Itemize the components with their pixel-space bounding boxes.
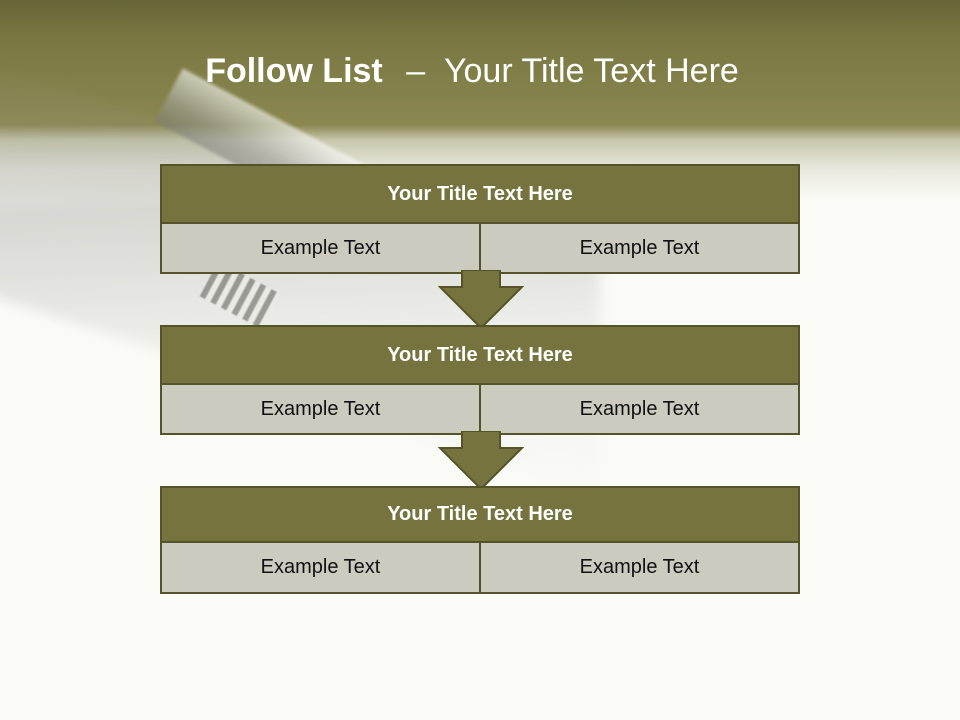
block-row: Example Text Example Text	[162, 543, 798, 592]
block-cell-right: Example Text	[479, 543, 798, 592]
block-cell-right: Example Text	[479, 224, 798, 272]
block-cell-right: Example Text	[479, 385, 798, 433]
block-title: Your Title Text Here	[162, 488, 798, 543]
title-separator: –	[406, 52, 426, 90]
flow-block-3: Your Title Text Here Example Text Exampl…	[160, 486, 800, 594]
title-bold: Follow List	[205, 52, 383, 90]
block-row: Example Text Example Text	[162, 385, 798, 433]
down-arrow-icon	[438, 431, 524, 491]
title-rest: Your Title Text Here	[443, 52, 739, 90]
block-title: Your Title Text Here	[162, 327, 798, 385]
block-title: Your Title Text Here	[162, 166, 798, 224]
block-cell-left: Example Text	[260, 397, 381, 420]
flow-block-2: Your Title Text Here Example Text Exampl…	[160, 325, 800, 435]
block-cell-left: Example Text	[260, 556, 381, 578]
block-cell-left: Example Text	[260, 236, 381, 259]
flow-block-1: Your Title Text Here Example Text Exampl…	[160, 164, 800, 274]
slide-title: Follow List – Your Title Text Here	[0, 52, 952, 91]
block-row: Example Text Example Text	[162, 224, 798, 272]
down-arrow-icon	[438, 270, 524, 330]
